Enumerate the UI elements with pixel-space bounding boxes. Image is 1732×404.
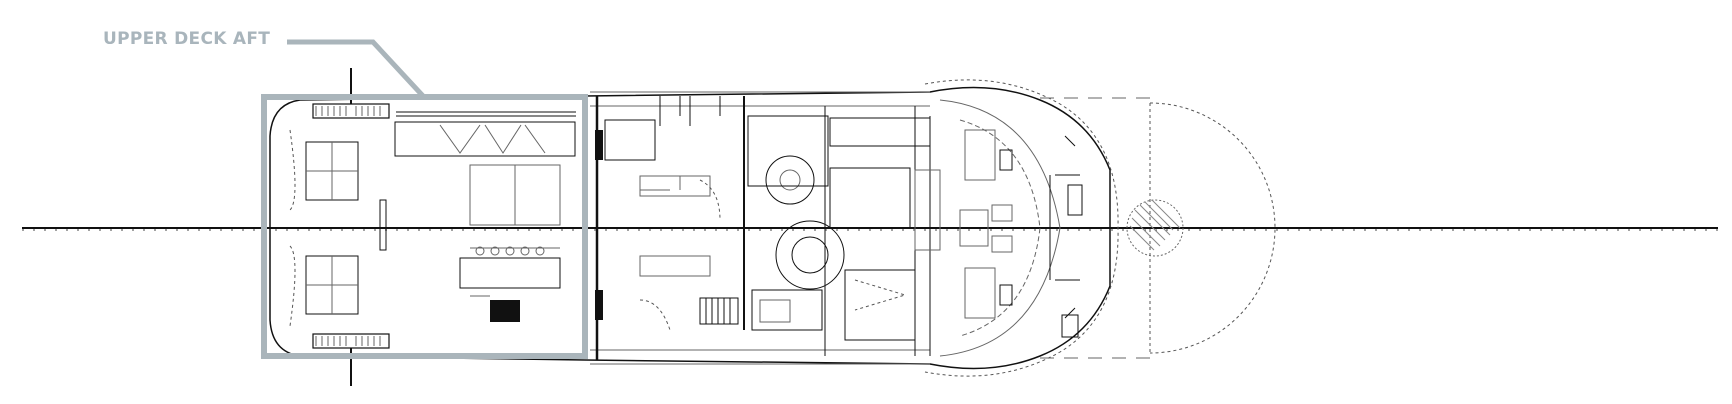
central-core-details [747,106,941,356]
hull-outline [269,79,1119,377]
callout-label-upper-deck-aft: UPPER DECK AFT [103,29,271,49]
upper-deck-aft-highlight [261,39,588,359]
foredeck-details [1040,97,1276,359]
mid-lounge-details [595,96,745,360]
forward-saloon-details [959,129,1083,338]
aft-deck-details [289,68,576,386]
